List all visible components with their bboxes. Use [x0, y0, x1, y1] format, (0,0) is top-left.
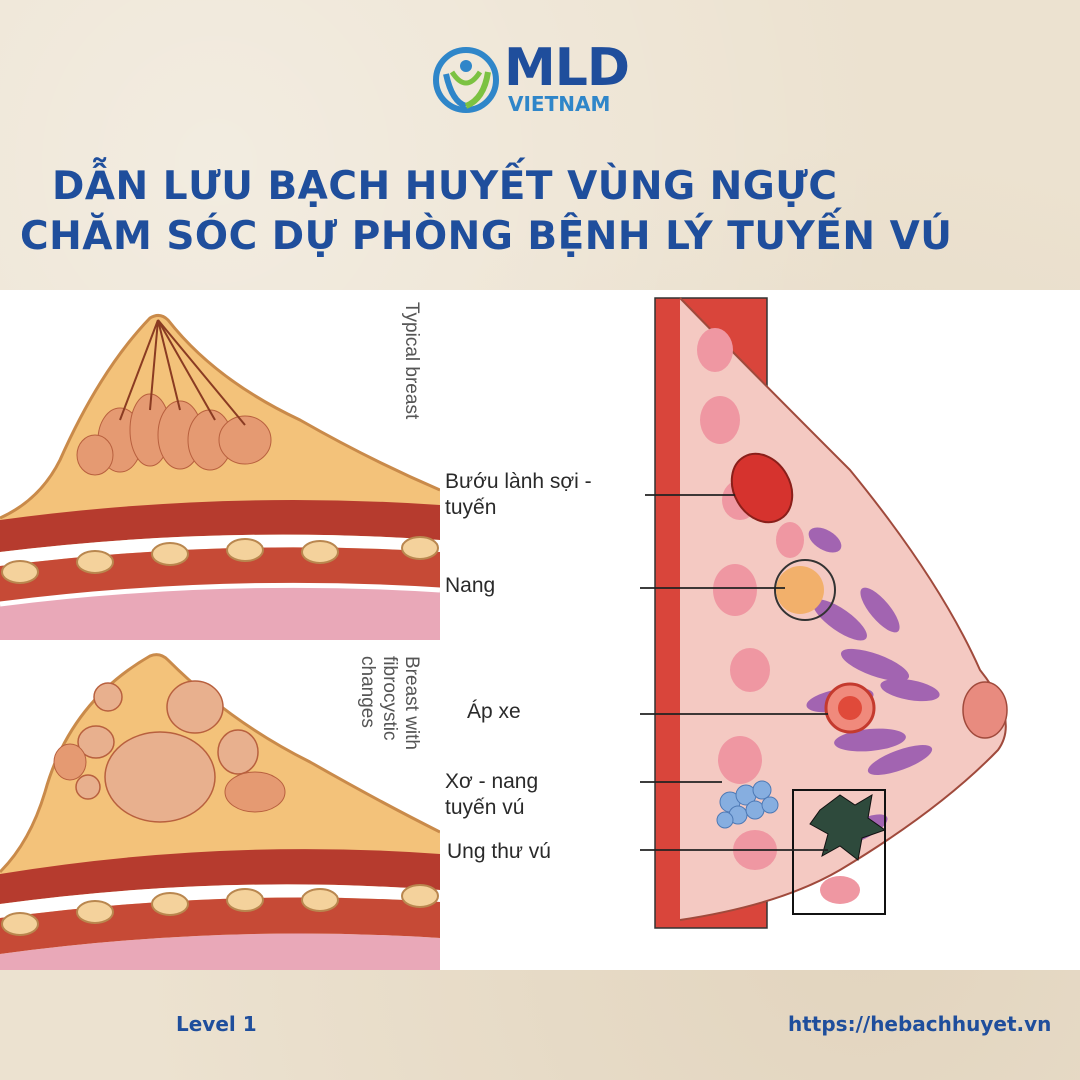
- diagram-panel: Typical breast Breast wit: [0, 290, 1080, 970]
- breast-lesions-illustration: [640, 297, 1008, 929]
- breast-cancer-label: Ung thư vú: [447, 840, 551, 863]
- fibroadenoma-label-line2: tuyến: [445, 496, 497, 519]
- website-link[interactable]: https://hebachhuyet.vn: [788, 1012, 1052, 1036]
- fibroadenoma-label-line1: Bướu lành sợi -: [445, 470, 592, 493]
- fibrocystic-breast-label: Breast with fibrocystic changes: [357, 656, 422, 750]
- fibrocystic-label-line1: Xơ - nang: [445, 770, 539, 793]
- page-title-line2: CHĂM SÓC DỰ PHÒNG BỆNH LÝ TUYẾN VÚ: [20, 214, 953, 259]
- level-label: Level 1: [176, 1012, 257, 1036]
- abscess-label: Áp xe: [467, 700, 521, 723]
- logo-emblem-icon: [433, 47, 499, 113]
- logo-subtitle: VIETNAM: [508, 92, 611, 116]
- cyst-label: Nang: [445, 574, 496, 597]
- fibrocystic-breast-illustration: [0, 642, 440, 970]
- fibrocystic-label-line2: tuyến vú: [445, 796, 525, 819]
- logo-word: MLD: [504, 38, 630, 98]
- typical-breast-label: Typical breast: [401, 302, 422, 420]
- typical-breast-illustration: [0, 290, 440, 640]
- page-title-line1: DẪN LƯU BẠCH HUYẾT VÙNG NGỰC: [52, 164, 838, 209]
- mld-vietnam-logo: MLD VIETNAM: [432, 38, 642, 116]
